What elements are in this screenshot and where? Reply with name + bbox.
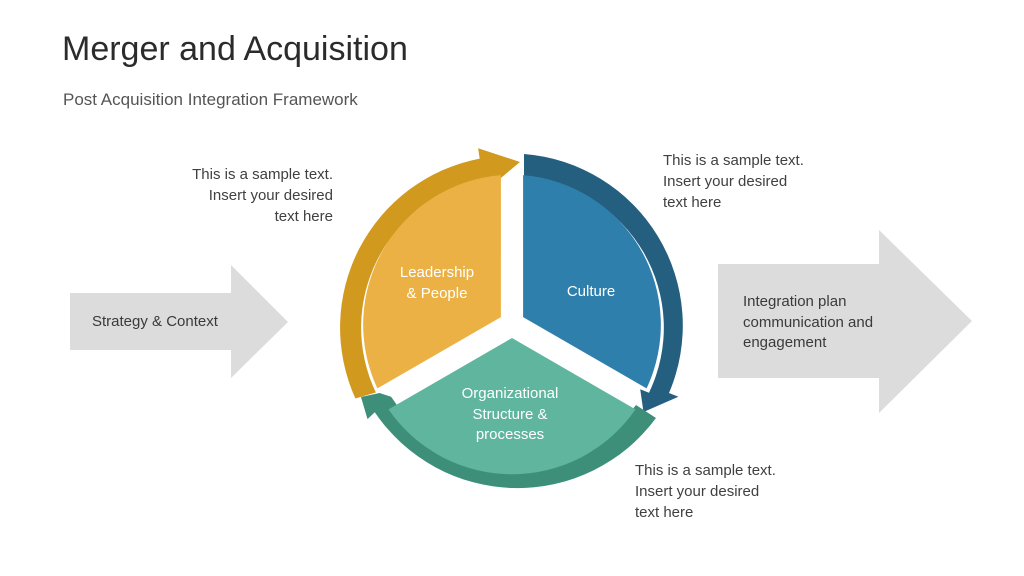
culture-segment[interactable] xyxy=(523,175,661,389)
note-right-bottom: This is a sample text. Insert your desir… xyxy=(635,462,776,521)
leadership-ring-arrow xyxy=(340,148,520,399)
organization-label: Organizational Structure & processes xyxy=(461,385,559,443)
leadership-label: Leadership & People xyxy=(399,264,475,302)
organization-segment[interactable] xyxy=(388,338,636,475)
page-subtitle: Post Acquisition Integration Framework xyxy=(63,90,358,109)
organization-ring-arrow xyxy=(361,393,656,489)
leadership-segment[interactable] xyxy=(363,175,501,389)
output-arrow xyxy=(718,230,972,413)
page-title: Merger and Acquisition xyxy=(62,30,408,68)
output-arrow-label: Integration plan communication and engag… xyxy=(743,293,874,351)
note-left: This is a sample text. Insert your desir… xyxy=(192,166,333,225)
culture-label: Culture xyxy=(566,283,616,300)
culture-ring-arrow xyxy=(524,154,683,412)
input-arrow-label: Strategy & Context xyxy=(92,313,218,330)
note-right-top: This is a sample text. Insert your desir… xyxy=(663,152,804,211)
input-arrow xyxy=(70,265,288,378)
